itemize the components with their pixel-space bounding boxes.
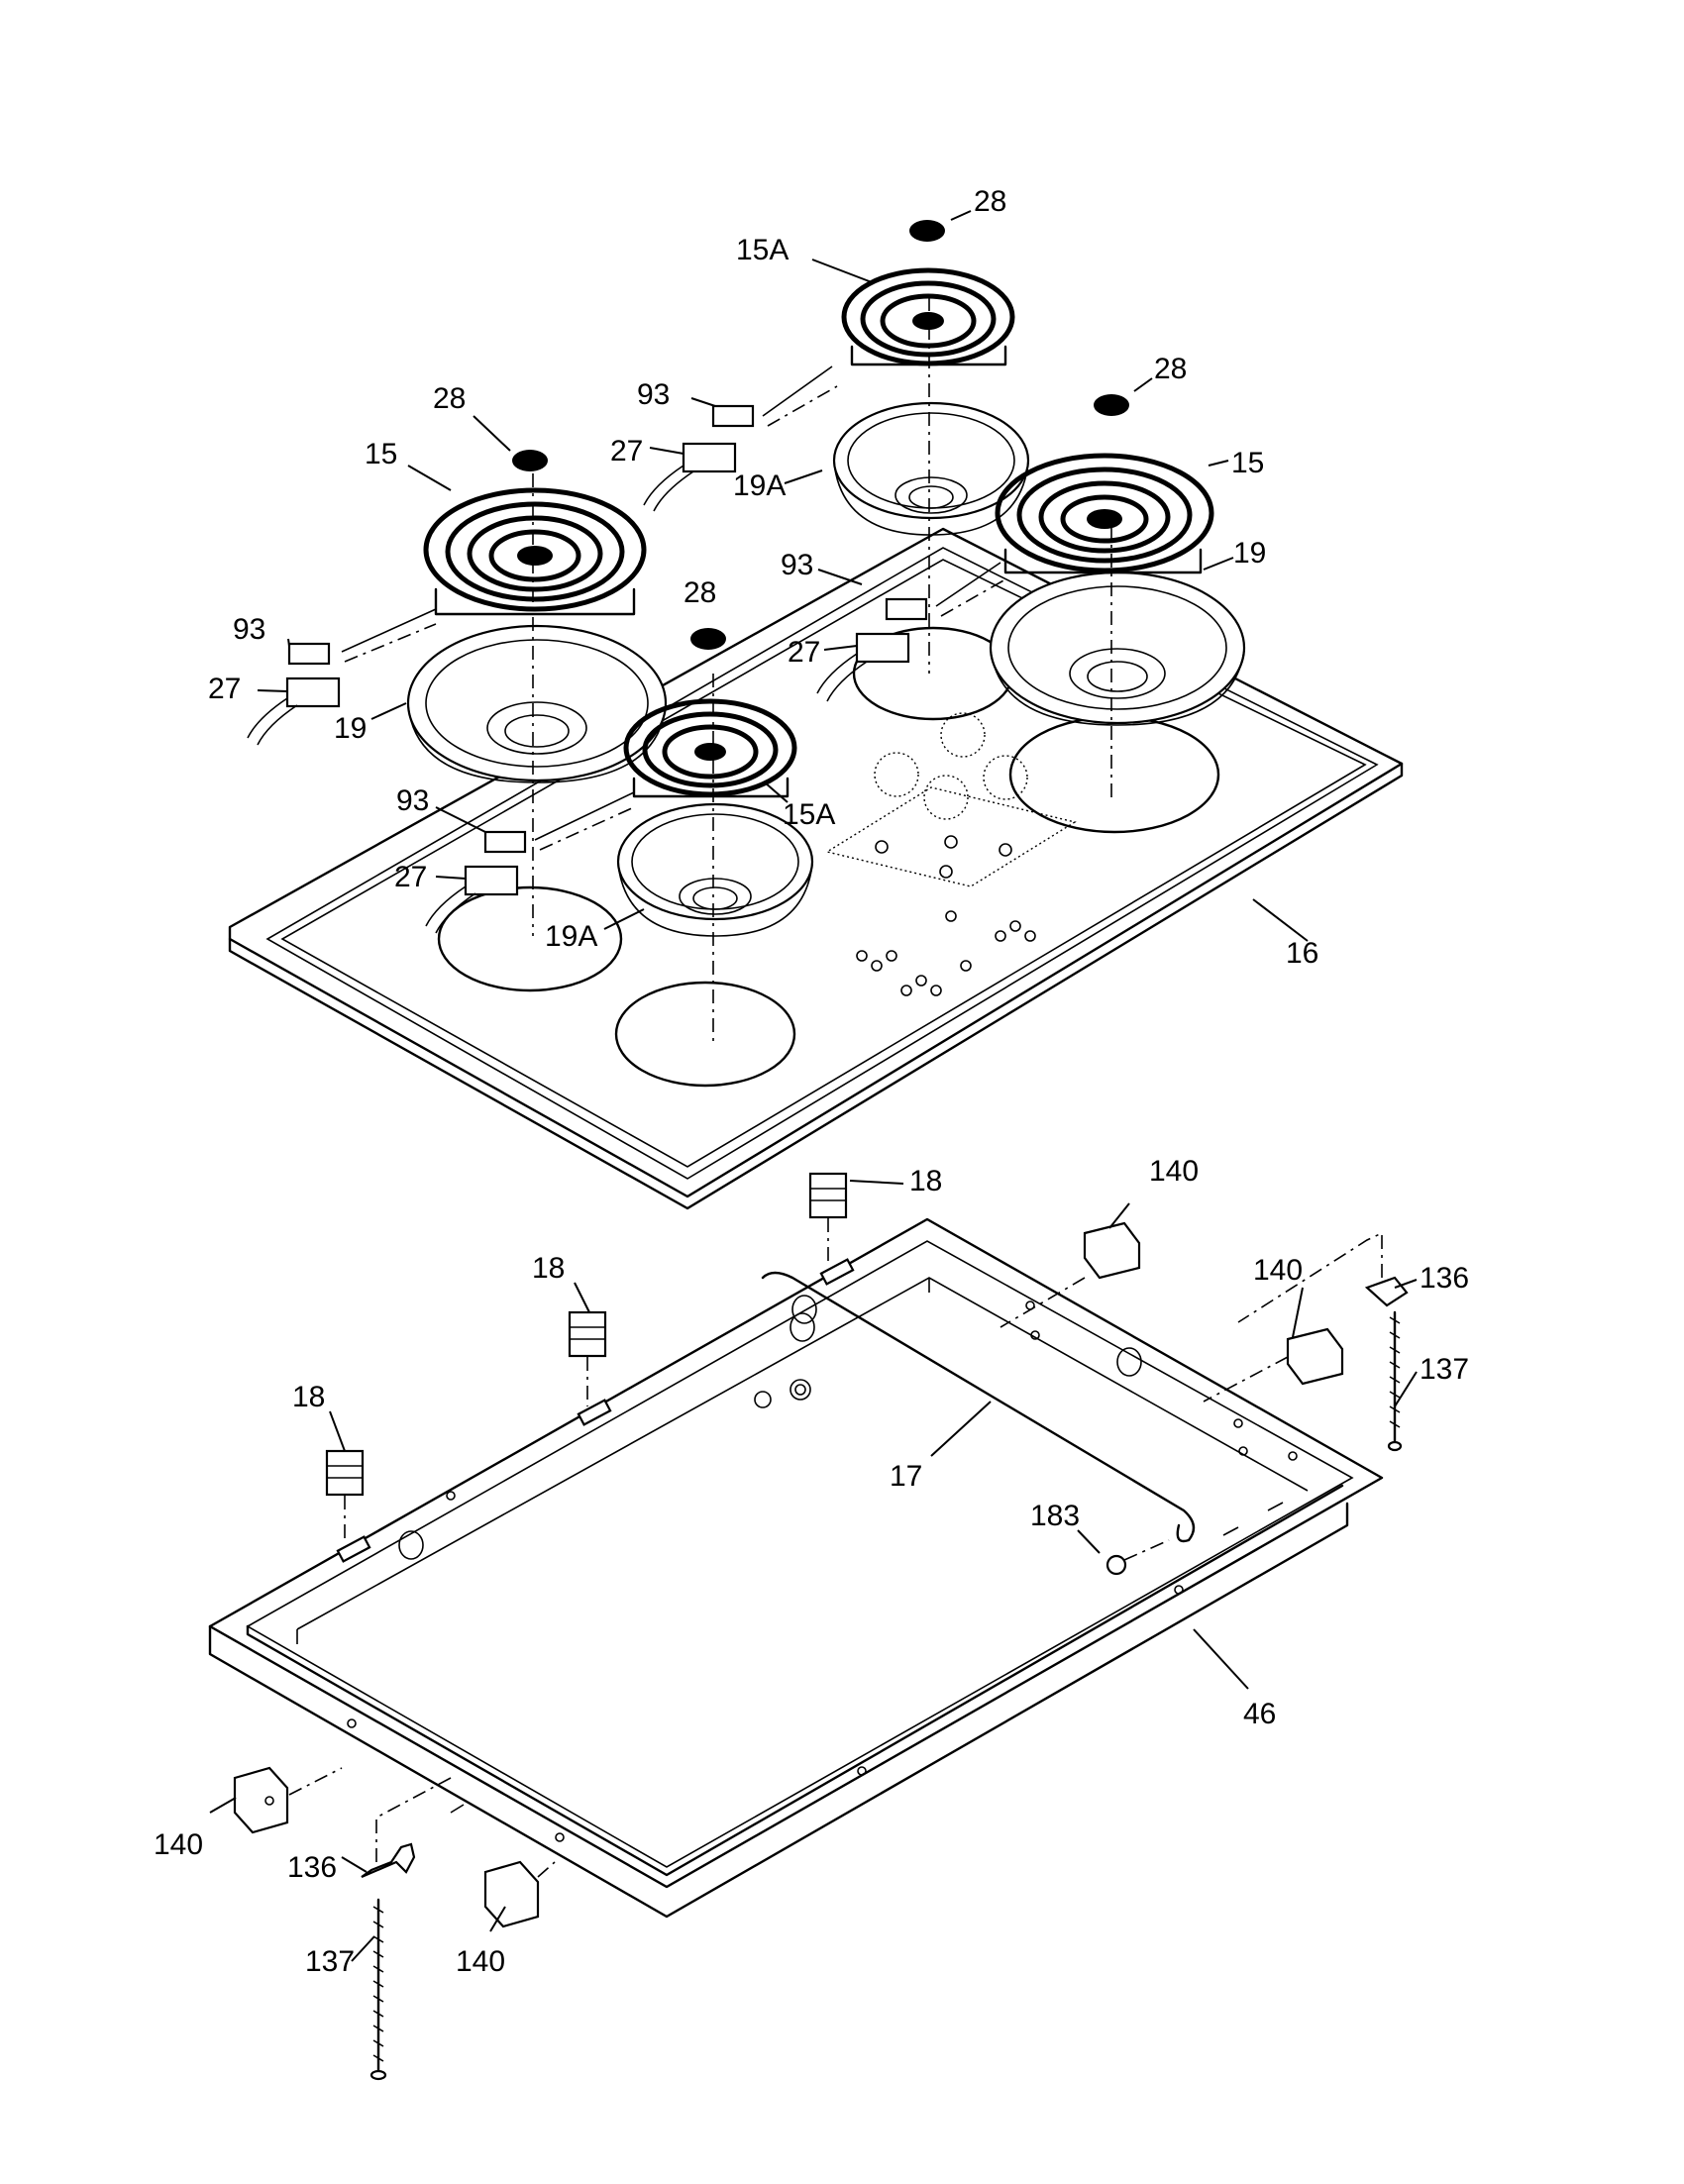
callout-93-front: 93 — [396, 784, 429, 817]
surface-element-15-right — [995, 453, 1214, 574]
hinge-18-back — [808, 1172, 848, 1266]
callout-136-right: 136 — [1420, 1262, 1469, 1295]
callout-15-left: 15 — [365, 438, 397, 470]
callout-28-left: 28 — [433, 382, 466, 415]
callout-19A-front: 19A — [545, 920, 597, 953]
callout-27-top: 27 — [610, 435, 643, 468]
drip-bowl-19-left — [406, 624, 668, 783]
callout-93-left: 93 — [233, 613, 265, 646]
bracket-140-back — [1000, 1221, 1141, 1328]
callout-18-left: 18 — [292, 1381, 325, 1413]
callout-19-right: 19 — [1233, 537, 1266, 570]
callout-17: 17 — [890, 1460, 922, 1493]
cap-28-right — [1094, 394, 1129, 416]
bracket-140-front — [483, 1860, 556, 1928]
callout-19A-back: 19A — [733, 469, 786, 502]
control-holes — [856, 910, 1036, 996]
drip-bowl-19A-front — [616, 802, 814, 937]
callout-27-left: 27 — [208, 673, 241, 705]
callout-28-right: 28 — [1154, 353, 1187, 385]
surface-element-15A-back — [841, 267, 1015, 366]
drip-bowl-19-right — [989, 571, 1246, 726]
callout-140-front-left: 140 — [154, 1828, 203, 1861]
screw-183: 183 — [1030, 1500, 1170, 1576]
callout-18-back: 18 — [909, 1165, 942, 1197]
clip-136-right — [1237, 1231, 1409, 1323]
cooktop-frame: 46 — [208, 1217, 1384, 1919]
callout-15A-back: 15A — [736, 234, 789, 266]
callout-28-top: 28 — [974, 185, 1006, 218]
callout-140-front: 140 — [456, 1945, 505, 1978]
callout-27-front: 27 — [394, 861, 427, 893]
screw-137-front — [369, 1898, 387, 2081]
cap-28-top — [909, 220, 945, 242]
callout-28-center: 28 — [684, 576, 716, 609]
control-panel-outline — [825, 712, 1077, 887]
hinge-18-left — [325, 1449, 365, 1543]
leader-lines — [209, 210, 1418, 1962]
drip-bowl-19A-back — [832, 401, 1030, 536]
cap-28-left — [512, 450, 548, 471]
callout-140-back: 140 — [1149, 1155, 1199, 1188]
bracket-140-front-left — [233, 1766, 343, 1834]
callout-labels: 28 15A 28 93 28 15 27 19A 15 19 93 28 93… — [154, 185, 1469, 1978]
callout-136-front: 136 — [287, 1851, 337, 1884]
screw-137-right — [1387, 1310, 1403, 1452]
bracket-140-right — [1203, 1327, 1344, 1403]
callout-137-front: 137 — [305, 1945, 355, 1978]
callout-137-right: 137 — [1420, 1353, 1469, 1386]
callout-19-left: 19 — [334, 712, 367, 745]
receptacle-group-right — [816, 562, 1006, 702]
callout-15A-front: 15A — [783, 798, 835, 831]
support-rod-17: 17 — [761, 1271, 1196, 1543]
surface-element-15-left — [423, 487, 647, 616]
callout-46: 46 — [1243, 1698, 1276, 1730]
clip-136-front — [361, 1777, 452, 1879]
callout-140-right: 140 — [1253, 1254, 1303, 1287]
receptacle-group-front — [425, 791, 635, 934]
callout-18-mid: 18 — [532, 1252, 565, 1285]
callout-16: 16 — [1286, 937, 1318, 970]
callout-183: 183 — [1030, 1500, 1080, 1532]
cap-28-center — [690, 628, 726, 650]
receptacle-group-top — [643, 365, 838, 512]
callout-27-mid: 27 — [788, 636, 820, 669]
surface-element-15A-front — [623, 698, 797, 798]
callout-93-mid: 93 — [781, 549, 813, 581]
receptacle-group-left — [247, 608, 437, 746]
hinge-18-mid — [568, 1310, 607, 1406]
cooktop-panel: 16 — [228, 527, 1404, 1210]
callout-93-top: 93 — [637, 378, 670, 411]
callout-15-right: 15 — [1231, 447, 1264, 479]
